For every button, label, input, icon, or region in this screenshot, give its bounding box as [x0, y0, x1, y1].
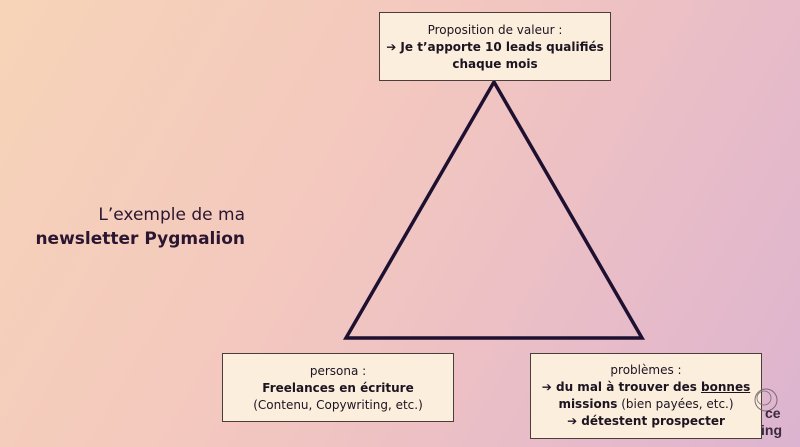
problems-line-3: ➔ détestent prospecter [567, 414, 725, 428]
brand-logo: ce ing [752, 380, 800, 440]
value-proposition-line-1: ➔ Je t’apporte 10 leads qualifiés [386, 40, 604, 54]
problems-line-1-text: ➔ du mal à trouver des [541, 380, 702, 394]
persona-heading: persona : [309, 364, 367, 378]
logo-mark: ce ing [754, 388, 782, 438]
logo-text-1: ce [765, 405, 781, 421]
intro-line-2: newsletter Pygmalion [35, 229, 245, 249]
problems-line-2: missions (bien payées, etc.) [531, 396, 761, 413]
logo-text-2: ing [761, 422, 782, 438]
value-proposition-heading: Proposition de valeur : [427, 23, 563, 37]
problems-line-1-underlined: bonnes [701, 380, 751, 394]
problems-line-2-text: (bien payées, etc.) [617, 397, 734, 411]
persona-line-2: (Contenu, Copywriting, etc.) [253, 398, 423, 412]
value-proposition-line-2: chaque mois [452, 57, 538, 71]
persona-box: persona : Freelances en écriture (Conten… [222, 353, 454, 422]
triangle-shape [342, 78, 646, 340]
value-proposition-box: Proposition de valeur : ➔ Je t’apporte 1… [379, 12, 611, 81]
problems-line-2-bold: missions [558, 397, 618, 411]
persona-line-1: Freelances en écriture [262, 381, 414, 395]
problems-line-1: ➔ du mal à trouver des bonnes [531, 379, 761, 396]
problems-box: problèmes : ➔ du mal à trouver des bonne… [530, 353, 762, 439]
problems-heading: problèmes : [610, 363, 682, 377]
intro-text: L’exemple de ma newsletter Pygmalion [35, 203, 245, 251]
intro-line-1: L’exemple de ma [98, 205, 245, 225]
